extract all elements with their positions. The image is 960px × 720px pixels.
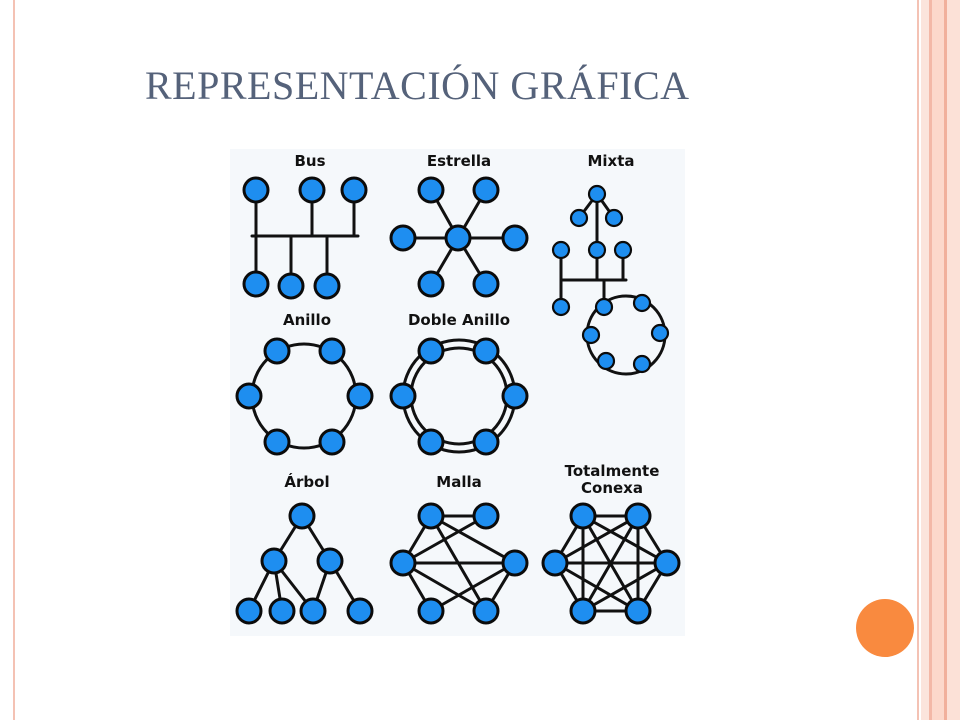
network-node (298, 176, 326, 204)
network-node (501, 549, 529, 577)
network-node (501, 224, 529, 252)
mesh-link (429, 514, 517, 565)
network-node (596, 351, 616, 371)
ring-label: Anillo (283, 311, 331, 329)
network-node (587, 184, 607, 204)
network-node (389, 549, 417, 577)
topology-diagram: Bus Estrella (235, 152, 681, 625)
network-node (551, 240, 571, 260)
mixed-topology: Mixta (551, 152, 670, 376)
network-node (313, 272, 341, 300)
network-node (242, 176, 270, 204)
ring-topology: Anillo (235, 311, 374, 456)
network-node (389, 224, 417, 252)
network-node (624, 502, 652, 530)
double-ring-label: Doble Anillo (408, 311, 510, 329)
mesh-link (553, 514, 640, 565)
network-node (581, 325, 601, 345)
star-topology: Estrella (389, 152, 529, 298)
network-node (569, 597, 597, 625)
network-node (472, 270, 500, 298)
fully-connected-label-line1: Totalmente (565, 462, 660, 480)
network-node (417, 337, 445, 365)
fully-connected-label-line2: Conexa (581, 479, 643, 497)
star-hub-node (444, 224, 472, 252)
network-node (346, 382, 374, 410)
mesh-link (581, 561, 669, 613)
network-node (340, 176, 368, 204)
network-node (650, 323, 670, 343)
mesh-topology: Malla (389, 473, 529, 625)
mesh-link (553, 561, 640, 613)
accent-dot (856, 599, 914, 657)
network-node (316, 547, 344, 575)
network-node (318, 428, 346, 456)
slide-border (13, 0, 919, 720)
network-node (235, 382, 263, 410)
network-node (318, 337, 346, 365)
bus-label: Bus (294, 152, 325, 170)
network-node (472, 337, 500, 365)
network-node (604, 208, 624, 228)
network-node (594, 297, 614, 317)
network-node (346, 597, 374, 625)
mesh-link (429, 561, 517, 613)
network-node (472, 597, 500, 625)
network-node (277, 272, 305, 300)
network-node (587, 240, 607, 260)
mesh-link (401, 561, 488, 613)
slide-title: REPRESENTACIÓN GRÁFICA (145, 63, 690, 108)
network-node (417, 270, 445, 298)
network-node (299, 597, 327, 625)
tree-label: Árbol (284, 472, 329, 491)
double-ring-topology: Doble Anillo (389, 311, 529, 456)
network-node (541, 549, 569, 577)
network-node (417, 597, 445, 625)
tree-topology: Árbol (235, 472, 374, 625)
network-node (569, 208, 589, 228)
network-node (417, 176, 445, 204)
decorative-stripe (932, 0, 944, 720)
bus-topology: Bus (242, 152, 368, 300)
tree-root-node (288, 502, 316, 530)
mesh-label: Malla (436, 473, 481, 491)
network-node (472, 502, 500, 530)
decorative-stripe (929, 0, 932, 720)
network-node (613, 240, 633, 260)
network-node (472, 176, 500, 204)
network-node (235, 597, 263, 625)
mixed-label: Mixta (587, 152, 634, 170)
network-node (624, 597, 652, 625)
decorative-stripe (944, 0, 947, 720)
network-node (551, 297, 571, 317)
mesh-link (401, 514, 488, 565)
network-node (569, 502, 597, 530)
network-node (389, 382, 417, 410)
network-node (260, 547, 288, 575)
network-node (632, 354, 652, 374)
decorative-stripe (947, 0, 960, 720)
network-node (472, 428, 500, 456)
network-node (268, 597, 296, 625)
network-node (417, 428, 445, 456)
decorative-stripe (921, 0, 929, 720)
network-node (653, 549, 681, 577)
network-node (632, 293, 652, 313)
network-node (501, 382, 529, 410)
network-node (263, 337, 291, 365)
network-node (242, 270, 270, 298)
network-node (417, 502, 445, 530)
fully-connected-topology: Totalmente Conexa (541, 462, 681, 625)
star-label: Estrella (427, 152, 491, 170)
topology-figure: Bus Estrella (230, 149, 685, 636)
network-node (263, 428, 291, 456)
